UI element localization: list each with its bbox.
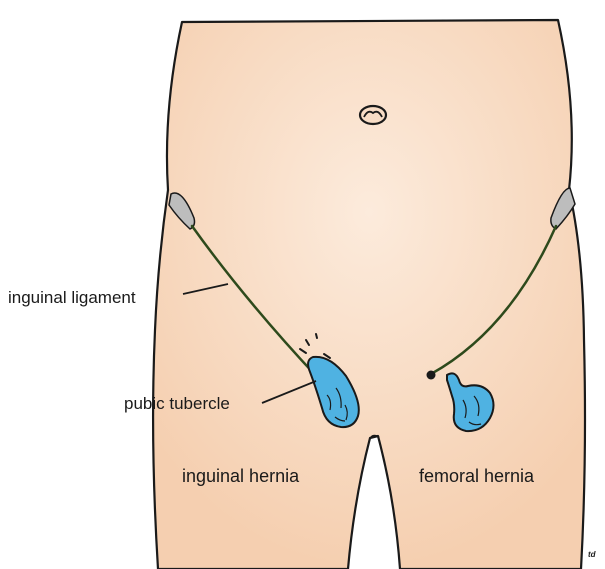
navel: [360, 106, 386, 124]
femoral-hernia-label: femoral hernia: [419, 467, 534, 485]
pubic-tubercle-label: pubic tubercle: [124, 395, 230, 412]
inguinal-hernia-label: inguinal hernia: [182, 467, 299, 485]
body-outline: [153, 20, 585, 569]
right-pubic-tubercle: [427, 371, 436, 380]
inguinal-ligament-label: inguinal ligament: [8, 289, 136, 306]
artist-credit: td: [588, 551, 596, 559]
